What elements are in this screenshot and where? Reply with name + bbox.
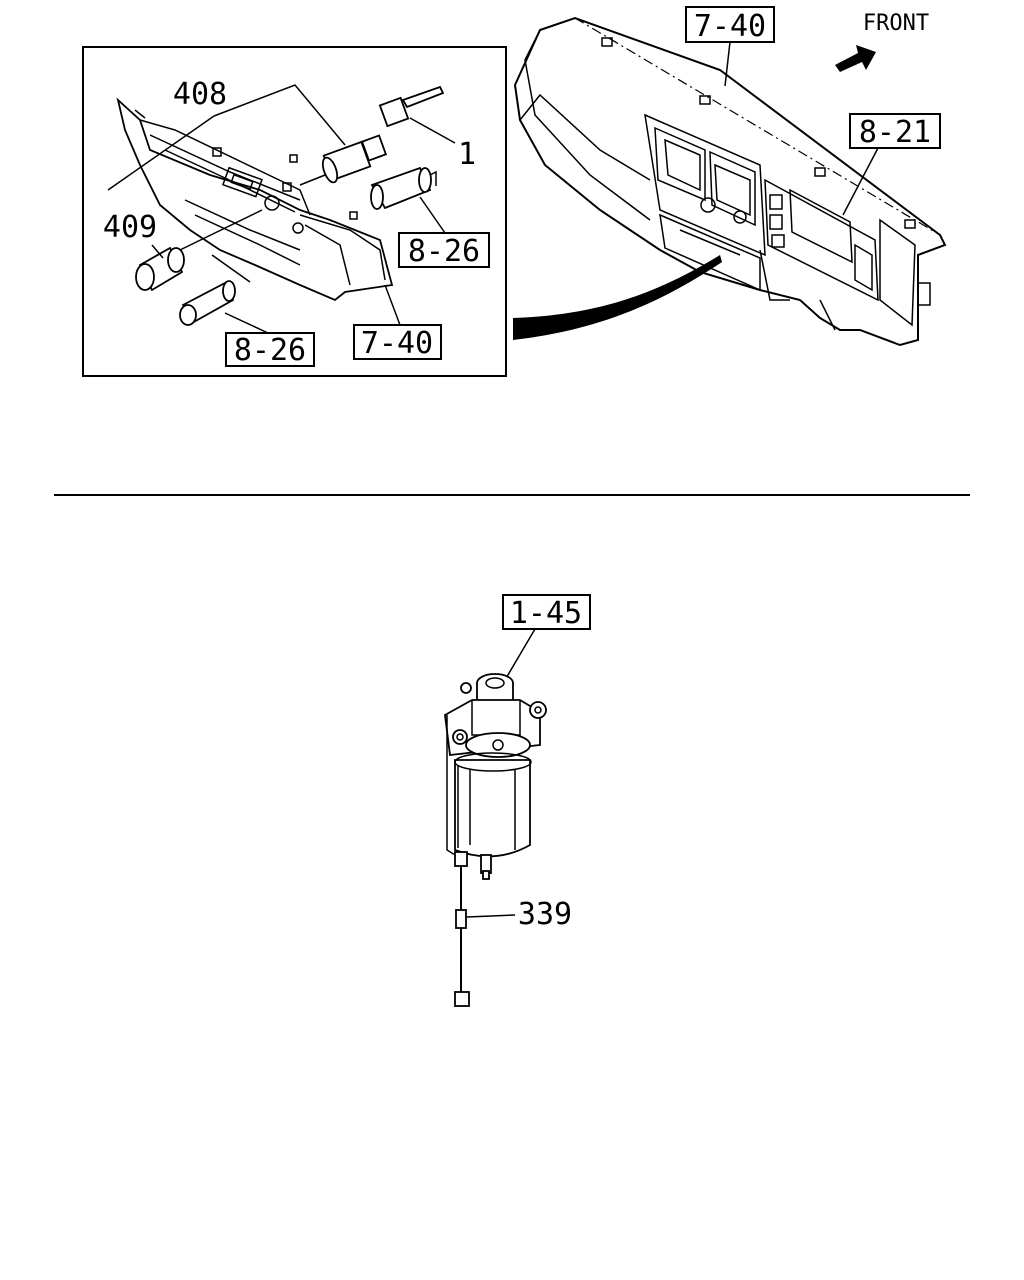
- leader-line: [179, 209, 263, 251]
- leader-line: [107, 115, 215, 191]
- part-number-1: 1: [458, 137, 476, 172]
- leader-line: [504, 628, 536, 681]
- ref-box-panel-bottom: 7-40: [353, 324, 442, 361]
- front-arrow-icon: [835, 45, 876, 72]
- leader-line: [384, 284, 401, 326]
- leader-line: [724, 41, 731, 87]
- fuel-filter-illustration: [444, 673, 547, 880]
- bulb-bottom-illustration: [179, 280, 236, 326]
- ref-box-switch-right: 8-26: [398, 232, 490, 269]
- harness-339-illustration: [454, 866, 470, 1007]
- leader-line: [842, 147, 879, 216]
- ref-label: 7-40: [361, 326, 433, 361]
- leader-line: [466, 914, 516, 918]
- leader-line: [211, 254, 251, 283]
- ref-label: 8-26: [234, 333, 306, 368]
- part-number-409: 409: [103, 210, 157, 245]
- ref-box-switch-bottom: 8-26: [225, 332, 315, 368]
- part-number-339: 339: [518, 897, 572, 932]
- ref-box-instrument-panel-top: 7-40: [685, 6, 775, 44]
- ref-label: 8-21: [859, 115, 931, 150]
- detail-inset-frame: [82, 46, 507, 377]
- switch-right-illustration: [370, 166, 437, 210]
- ref-box-fuel-filter: 1-45: [502, 594, 591, 631]
- connector-1-illustration: [378, 85, 445, 128]
- front-label: FRONT: [863, 11, 929, 36]
- leader-line: [224, 312, 269, 334]
- part-number-408: 408: [173, 77, 227, 112]
- ref-box-instrument-cluster: 8-21: [849, 113, 941, 150]
- ref-label: 1-45: [510, 596, 582, 631]
- switch-408-illustration: [299, 134, 388, 186]
- detail-pointer: [513, 255, 722, 340]
- lighter-409-illustration: [135, 246, 185, 292]
- switch-panel-illustration: [116, 97, 394, 302]
- leader-line: [419, 196, 446, 234]
- ref-label: 8-26: [408, 234, 480, 269]
- dashboard-illustration: [513, 16, 947, 347]
- ref-label: 7-40: [694, 9, 766, 44]
- leader-line: [409, 117, 456, 144]
- leader-line: [213, 84, 346, 146]
- leader-line: [151, 244, 164, 259]
